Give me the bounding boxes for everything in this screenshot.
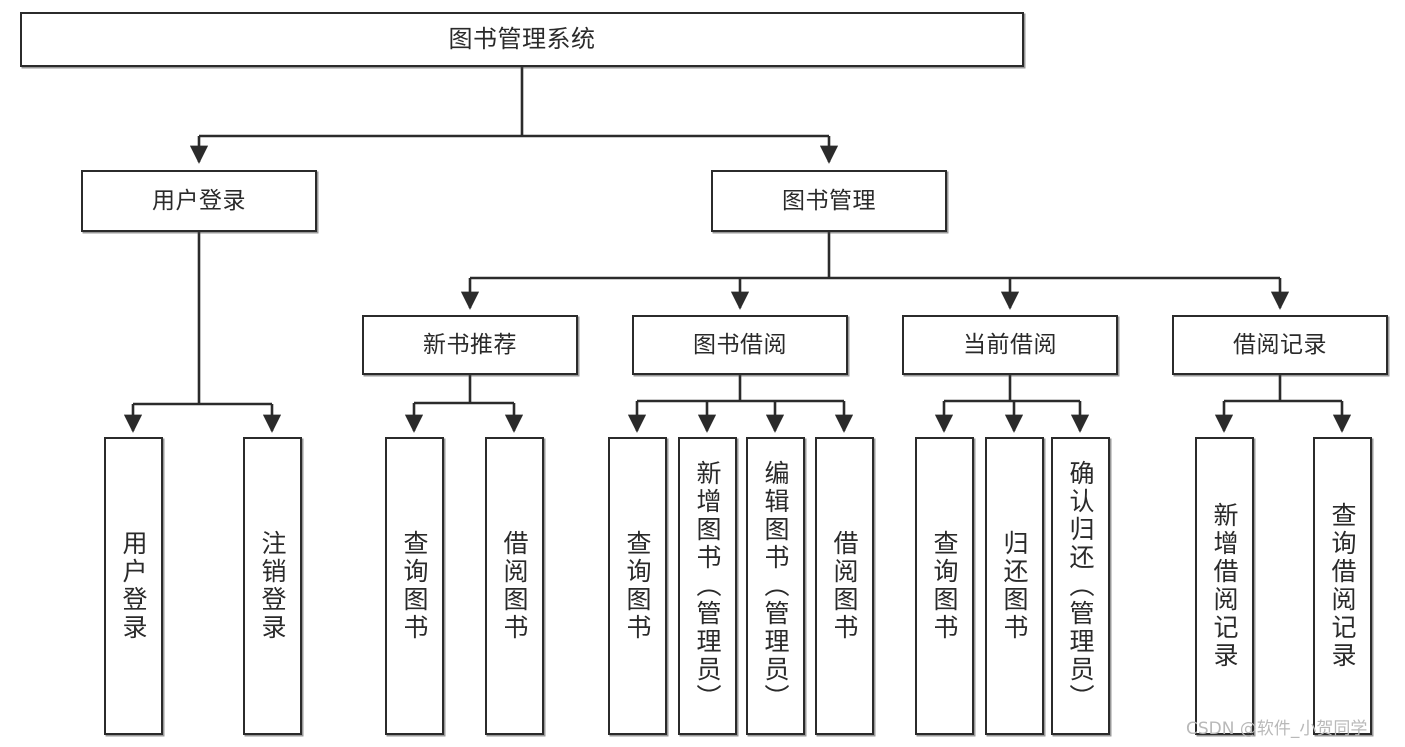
node-label: 新增借阅记录 — [1210, 502, 1239, 670]
leaf-borrow-add-book-admin[interactable]: 新增图书（管理员） — [678, 437, 737, 735]
node-label: 新书推荐 — [423, 331, 517, 358]
node-book-management[interactable]: 图书管理 — [711, 170, 947, 232]
leaf-user-logout[interactable]: 注销登录 — [243, 437, 302, 735]
leaf-recommend-borrow-book[interactable]: 借阅图书 — [485, 437, 544, 735]
leaf-borrow-borrow-book[interactable]: 借阅图书 — [815, 437, 874, 735]
leaf-user-login[interactable]: 用户登录 — [104, 437, 163, 735]
node-label: 注销登录 — [258, 530, 287, 642]
node-label: 当前借阅 — [963, 331, 1057, 358]
node-label: 查询图书 — [400, 530, 429, 642]
node-label: 查询图书 — [623, 530, 652, 642]
leaf-recommend-query-book[interactable]: 查询图书 — [385, 437, 444, 735]
node-label: 确认归还（管理员） — [1066, 460, 1095, 712]
node-label: 新增图书（管理员） — [693, 460, 722, 712]
node-label: 图书管理系统 — [448, 24, 596, 53]
leaf-borrow-edit-book-admin[interactable]: 编辑图书（管理员） — [746, 437, 805, 735]
node-new-book-recommend[interactable]: 新书推荐 — [362, 315, 578, 375]
leaf-records-add-record[interactable]: 新增借阅记录 — [1195, 437, 1254, 735]
node-label: 查询借阅记录 — [1328, 502, 1357, 670]
node-label: 查询图书 — [930, 530, 959, 642]
node-borrow-records[interactable]: 借阅记录 — [1172, 315, 1388, 375]
node-book-borrow[interactable]: 图书借阅 — [632, 315, 848, 375]
leaf-current-confirm-return-admin[interactable]: 确认归还（管理员） — [1051, 437, 1110, 735]
node-label: 借阅图书 — [830, 530, 859, 642]
leaf-records-query-record[interactable]: 查询借阅记录 — [1313, 437, 1372, 735]
leaf-current-return-book[interactable]: 归还图书 — [985, 437, 1044, 735]
csdn-watermark: CSDN @软件_小贺同学 — [1186, 719, 1368, 739]
leaf-borrow-query-book[interactable]: 查询图书 — [608, 437, 667, 735]
node-label: 编辑图书（管理员） — [761, 460, 790, 712]
node-label: 归还图书 — [1000, 530, 1029, 642]
leaf-current-query-book[interactable]: 查询图书 — [915, 437, 974, 735]
node-label: 用户登录 — [152, 187, 246, 214]
node-label: 借阅记录 — [1233, 331, 1327, 358]
node-root-system[interactable]: 图书管理系统 — [20, 12, 1024, 67]
node-current-borrow[interactable]: 当前借阅 — [902, 315, 1118, 375]
node-user-login[interactable]: 用户登录 — [81, 170, 317, 232]
node-label: 图书借阅 — [693, 331, 787, 358]
node-label: 用户登录 — [119, 530, 148, 642]
node-label: 借阅图书 — [500, 530, 529, 642]
node-label: 图书管理 — [782, 187, 876, 214]
